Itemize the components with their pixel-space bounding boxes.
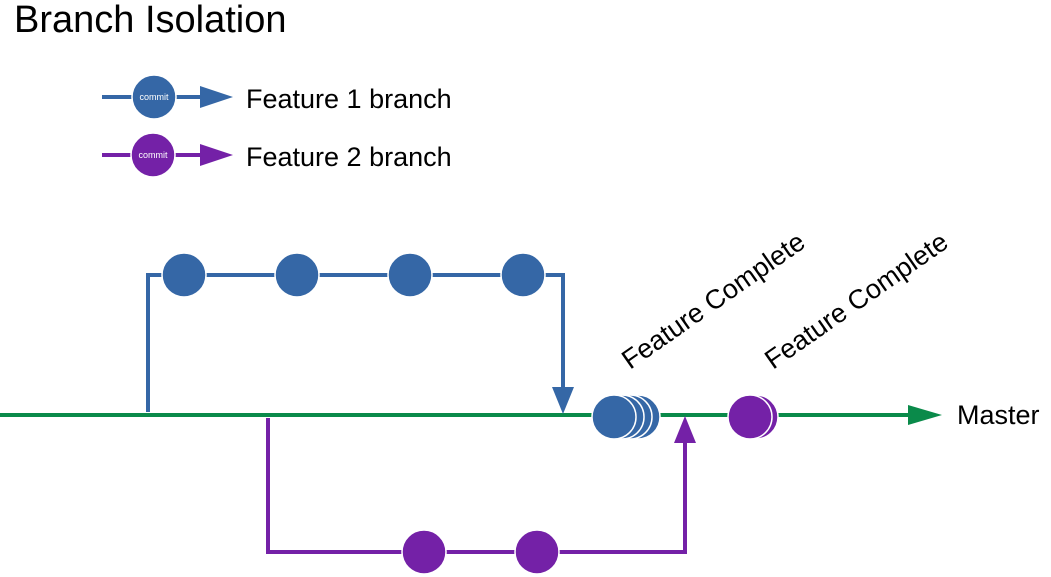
legend-feature1-arrowhead (200, 86, 233, 108)
legend-feature1-commit (131, 74, 177, 120)
feature2-merged-commits (727, 394, 779, 440)
feature2-branch-path (266, 418, 687, 554)
feature1-commit (274, 252, 320, 298)
master-arrowhead (908, 405, 942, 425)
legend-feature2-commit (130, 132, 176, 178)
feature1-branch-path (146, 273, 565, 412)
legend-feature2-commit-label: commit (139, 150, 168, 160)
feature2-commit (514, 529, 560, 575)
feature2-merge-arrowhead (674, 416, 696, 443)
feature1-merge-arrowhead (552, 387, 574, 414)
feature1-commit (500, 252, 546, 298)
legend-feature2-label: Feature 2 branch (246, 142, 452, 172)
legend-feature1-commit-label: commit (140, 92, 169, 102)
legend-feature2-arrowhead (200, 144, 233, 166)
feature1-commit (161, 252, 207, 298)
merged-commit (727, 394, 773, 440)
legend-feature1: commit Feature 1 branch (102, 74, 452, 120)
legend-feature2: commit Feature 2 branch (102, 132, 452, 178)
legend-feature1-label: Feature 1 branch (246, 84, 452, 114)
feature1-merged-commits (591, 394, 661, 440)
merged-commit (591, 394, 637, 440)
feature2-commit (401, 529, 447, 575)
feature1-commit (387, 252, 433, 298)
master-label: Master (957, 400, 1040, 430)
page-title: Branch Isolation (14, 0, 287, 41)
